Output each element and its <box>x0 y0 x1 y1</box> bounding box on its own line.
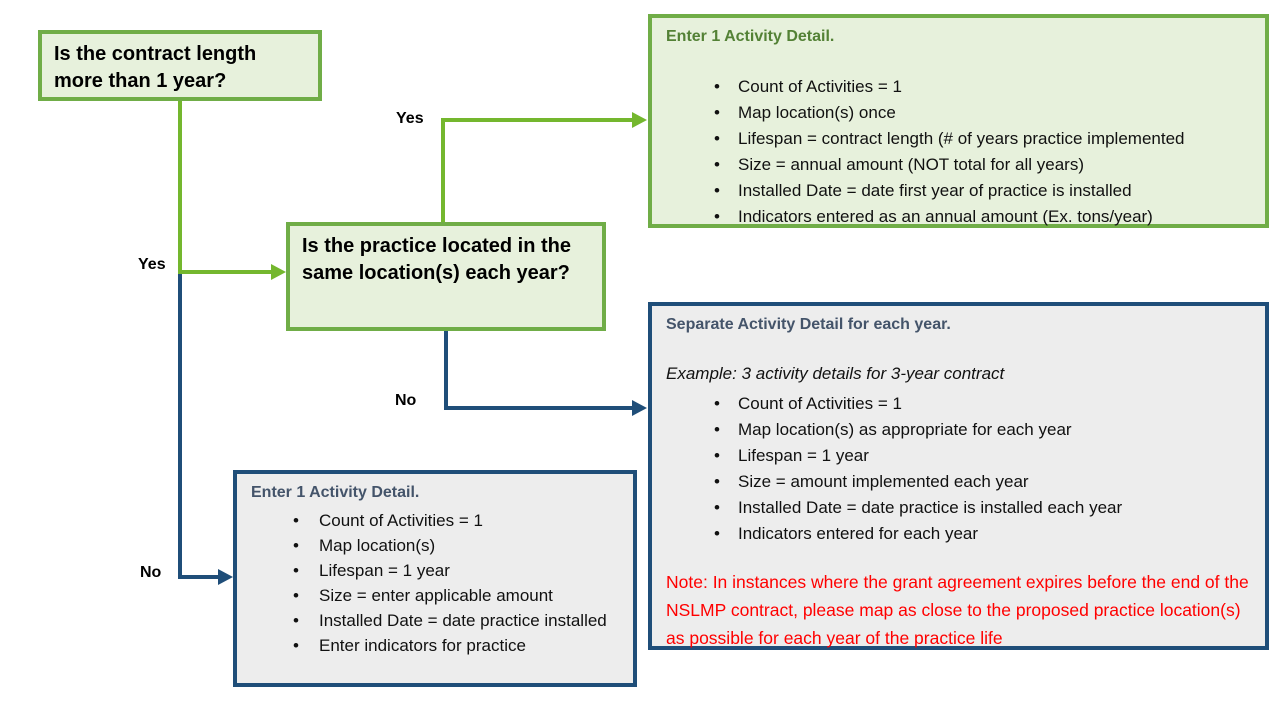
bullet-item: Count of Activities = 1 <box>289 508 619 533</box>
bullet-item: Lifespan = 1 year <box>289 558 619 583</box>
bullet-item: Map location(s) <box>289 533 619 558</box>
bullet-item: Installed Date = date practice installed <box>289 608 619 633</box>
outcome-separate-entries: Separate Activity Detail for each year. … <box>648 302 1269 650</box>
outcome-single-entry-title: Enter 1 Activity Detail. <box>251 484 420 501</box>
outcome-annual-entry-title: Enter 1 Activity Detail. <box>666 28 835 45</box>
connector-q1-no-down-line <box>178 274 182 577</box>
bullet-item: Size = amount implemented each year <box>710 469 1251 495</box>
label-q2-yes: Yes <box>396 110 424 127</box>
connector-q2-yes-line <box>441 118 634 122</box>
bullet-item: Size = annual amount (NOT total for all … <box>710 152 1251 178</box>
bullet-item: Map location(s) once <box>710 100 1251 126</box>
decision-contract-length-text: Is the contract length more than 1 year? <box>54 43 257 92</box>
connector-q1-down-line <box>178 101 182 272</box>
outcome-separate-entries-example: Example: 3 activity details for 3-year c… <box>666 364 1005 383</box>
arrowhead-q2-yes-icon <box>632 112 647 128</box>
label-q1-yes: Yes <box>138 256 166 273</box>
outcome-separate-entries-note: Note: In instances where the grant agree… <box>666 572 1249 648</box>
outcome-annual-entry-bullets: Count of Activities = 1 Map location(s) … <box>666 74 1251 230</box>
bullet-item: Lifespan = contract length (# of years p… <box>710 126 1251 152</box>
bullet-item: Count of Activities = 1 <box>710 74 1251 100</box>
bullet-item: Indicators entered for each year <box>710 521 1251 547</box>
bullet-item: Installed Date = date practice is instal… <box>710 495 1251 521</box>
label-q2-no: No <box>395 392 417 409</box>
decision-contract-length: Is the contract length more than 1 year? <box>38 30 322 101</box>
label-q1-no: No <box>140 564 162 581</box>
bullet-item: Lifespan = 1 year <box>710 443 1251 469</box>
outcome-single-entry: Enter 1 Activity Detail. Count of Activi… <box>233 470 637 687</box>
connector-q1-no-line <box>178 575 220 579</box>
outcome-separate-entries-bullets: Count of Activities = 1 Map location(s) … <box>666 391 1251 547</box>
bullet-item: Enter indicators for practice <box>289 633 619 658</box>
bullet-item: Installed Date = date first year of prac… <box>710 178 1251 204</box>
decision-same-location-text: Is the practice located in the same loca… <box>302 235 571 284</box>
bullet-item: Count of Activities = 1 <box>710 391 1251 417</box>
decision-same-location: Is the practice located in the same loca… <box>286 222 606 331</box>
outcome-separate-entries-title: Separate Activity Detail for each year. <box>666 316 951 333</box>
bullet-item: Indicators entered as an annual amount (… <box>710 204 1251 230</box>
bullet-item: Size = enter applicable amount <box>289 583 619 608</box>
bullet-item: Map location(s) as appropriate for each … <box>710 417 1251 443</box>
outcome-single-entry-bullets: Count of Activities = 1 Map location(s) … <box>251 508 619 658</box>
arrowhead-q1-yes-icon <box>271 264 286 280</box>
connector-q2-no-down-line <box>444 331 448 408</box>
arrowhead-q2-no-icon <box>632 400 647 416</box>
connector-q2-up-line <box>441 118 445 223</box>
outcome-annual-entry: Enter 1 Activity Detail. Count of Activi… <box>648 14 1269 230</box>
arrowhead-q1-no-icon <box>218 569 233 585</box>
connector-q2-no-line <box>444 406 634 410</box>
connector-q1-yes-line <box>178 270 273 274</box>
